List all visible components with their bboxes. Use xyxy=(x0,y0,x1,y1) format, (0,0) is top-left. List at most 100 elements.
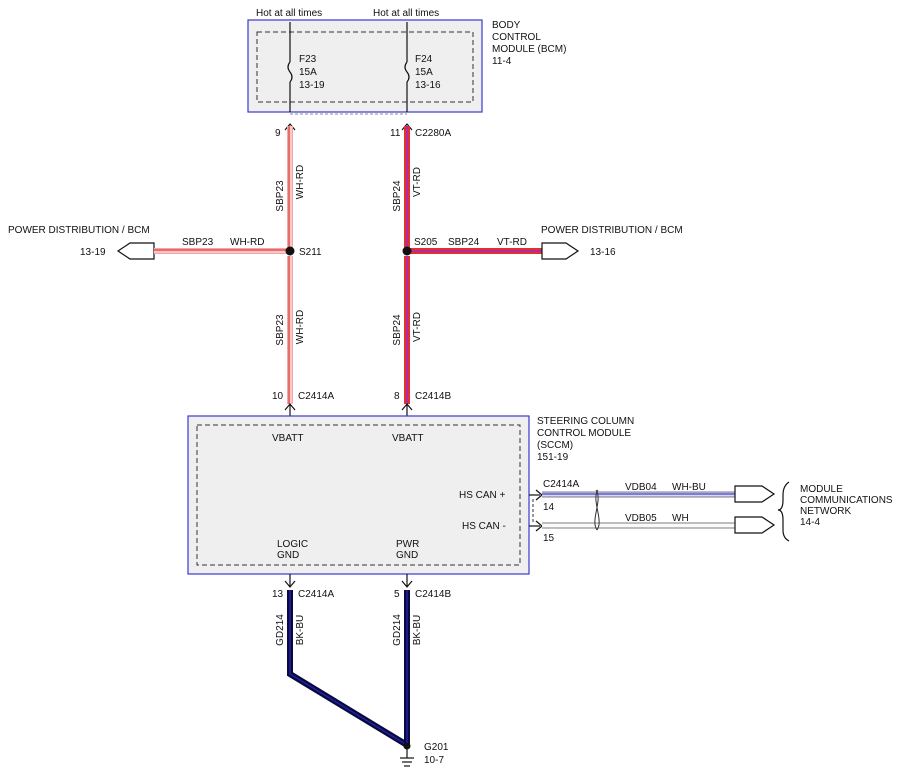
can-color-minus: WH xyxy=(672,513,689,524)
hot-label-right: Hot at all times xyxy=(373,8,439,19)
wire-sbp23-branch xyxy=(154,248,288,254)
fuse-left-ref: 13-19 xyxy=(299,80,325,91)
fuse-right-rating: 15A xyxy=(415,67,433,78)
hot-label-left: Hot at all times xyxy=(256,8,322,19)
pin-10-label: 10 xyxy=(272,391,284,402)
can-circuit-minus: VDB05 xyxy=(625,513,657,524)
bcm-inner-box xyxy=(256,31,474,103)
sccm-module: STEERING COLUMN CONTROL MODULE (SCCM) 15… xyxy=(187,415,634,575)
twisted-pair-icon xyxy=(594,489,600,531)
connector-arrow-left-icon xyxy=(116,242,155,260)
pin-13-icon xyxy=(284,580,296,588)
can-bus: C2414A 14 15 VDB04 WH-BU VDB05 WH MODULE… xyxy=(529,479,893,544)
wire-sbp24-upper-color: VT-RD xyxy=(412,167,423,197)
ground-wires: 13 C2414A 5 C2414B GD214 BK-BU GD214 BK-… xyxy=(272,574,451,767)
lower-wires: SBP23 WH-RD SBP24 VT-RD 10 C2414A 8 C241… xyxy=(272,256,451,416)
sccm-title-2: CONTROL MODULE xyxy=(537,428,631,439)
wire-sbp23-upper-color: WH-RD xyxy=(295,165,306,199)
ground-connector-right: C2414B xyxy=(415,589,451,600)
bcm-title-1: BODY xyxy=(492,20,521,31)
sccm-box xyxy=(187,415,530,575)
connector-arrow-right-icon xyxy=(541,242,580,260)
ground-splice-icon xyxy=(403,742,411,750)
wire-sbp23-lower xyxy=(287,256,293,404)
sccm-inner-box xyxy=(196,424,521,566)
fuse-left-rating: 15A xyxy=(299,67,317,78)
branch-left-title: POWER DISTRIBUTION / BCM xyxy=(8,225,150,236)
ground-pin-5: 5 xyxy=(394,589,400,600)
bcm-title-3: MODULE (BCM) xyxy=(492,44,566,55)
branch-right: POWER DISTRIBUTION / BCM 13-16 SBP24 VT-… xyxy=(402,225,683,260)
connector-c2414a-top: C2414A xyxy=(298,391,334,402)
sccm-logic-label: LOGIC xyxy=(277,539,308,550)
fuse-right-id: F24 xyxy=(415,54,433,65)
branch-left-ref: 13-19 xyxy=(80,247,106,258)
splice-s205-label: S205 xyxy=(414,237,438,248)
ground-point-label: G201 xyxy=(424,742,449,753)
ground-circuit-left: GD214 xyxy=(275,614,286,646)
sccm-vbatt-right: VBATT xyxy=(392,433,423,444)
sccm-hs-can-minus: HS CAN - xyxy=(462,521,506,532)
upper-wires: 9 11 C2280A SBP23 WH-RD SBP24 VT-RD xyxy=(275,123,451,251)
branch-left-color: WH-RD xyxy=(230,237,264,248)
sccm-title-4: 151-19 xyxy=(537,452,569,463)
splice-s211-icon xyxy=(285,246,295,256)
splice-s205-icon xyxy=(402,246,412,256)
sccm-pwr-label: PWR xyxy=(396,539,419,550)
ground-color-left: BK-BU xyxy=(295,615,306,646)
bcm-module: BODY CONTROL MODULE (BCM) 11-4 Hot at al… xyxy=(247,8,566,115)
can-color-plus: WH-BU xyxy=(672,482,706,493)
sccm-title-1: STEERING COLUMN xyxy=(537,416,634,427)
branch-right-circuit: SBP24 xyxy=(448,237,480,248)
branch-left-circuit: SBP23 xyxy=(182,237,214,248)
wire-sbp24-lower-circuit: SBP24 xyxy=(392,314,403,346)
fuse-left-id: F23 xyxy=(299,54,317,65)
connector-c2414b-top: C2414B xyxy=(415,391,451,402)
can-plus-arrow-icon xyxy=(734,485,776,503)
branch-left: POWER DISTRIBUTION / BCM 13-19 SBP23 WH-… xyxy=(8,225,322,260)
ground-pin-13: 13 xyxy=(272,589,284,600)
fuse-right-ref: 13-16 xyxy=(415,80,441,91)
bcm-title-2: CONTROL xyxy=(492,32,541,43)
bcm-title-4: 11-4 xyxy=(492,56,512,67)
can-connector-label: C2414A xyxy=(543,479,579,490)
can-minus-arrow-icon xyxy=(734,516,776,534)
fuse-left-icon xyxy=(287,61,293,83)
pin-11-label: 11 xyxy=(390,128,401,139)
network-brace-icon xyxy=(777,481,790,542)
pin-8-label: 8 xyxy=(394,391,400,402)
bcm-box xyxy=(247,19,483,113)
wire-sbp24-upper-circuit: SBP24 xyxy=(392,180,403,212)
splice-s211-label: S211 xyxy=(299,247,322,258)
pin-5-icon xyxy=(401,580,413,588)
can-circuit-plus: VDB04 xyxy=(625,482,657,493)
wire-sbp23-upper-circuit: SBP23 xyxy=(275,180,286,212)
network-title-2: COMMUNICATIONS xyxy=(800,495,893,506)
ground-symbol-icon xyxy=(400,748,414,767)
ground-color-right: BK-BU xyxy=(412,615,423,646)
connector-c2280a: C2280A xyxy=(415,128,451,139)
pin-9-icon xyxy=(284,123,296,131)
sccm-title-3: (SCCM) xyxy=(537,440,573,451)
wire-sbp23-lower-color: WH-RD xyxy=(295,310,306,344)
branch-right-title: POWER DISTRIBUTION / BCM xyxy=(541,225,683,236)
wire-sbp23-upper xyxy=(287,126,293,251)
wire-gd214-logic xyxy=(287,590,409,748)
ground-ref-label: 10-7 xyxy=(424,755,444,766)
pin-11-icon xyxy=(401,123,413,131)
ground-connector-left: C2414A xyxy=(298,589,334,600)
wire-vdb05 xyxy=(542,523,735,528)
network-title-4: 14-4 xyxy=(800,517,820,528)
network-title-3: NETWORK xyxy=(800,506,851,517)
wire-sbp23-lower-circuit: SBP23 xyxy=(275,314,286,346)
ground-circuit-right: GD214 xyxy=(392,614,403,646)
sccm-hs-can-plus: HS CAN + xyxy=(459,490,506,501)
network-title-1: MODULE xyxy=(800,484,843,495)
sccm-vbatt-left: VBATT xyxy=(272,433,303,444)
sccm-pwr-gnd-label: GND xyxy=(396,550,418,561)
can-pin-14: 14 xyxy=(543,502,555,513)
sccm-logic-gnd-label: GND xyxy=(277,550,299,561)
can-pin-15: 15 xyxy=(543,533,555,544)
pin-9-label: 9 xyxy=(275,128,281,139)
